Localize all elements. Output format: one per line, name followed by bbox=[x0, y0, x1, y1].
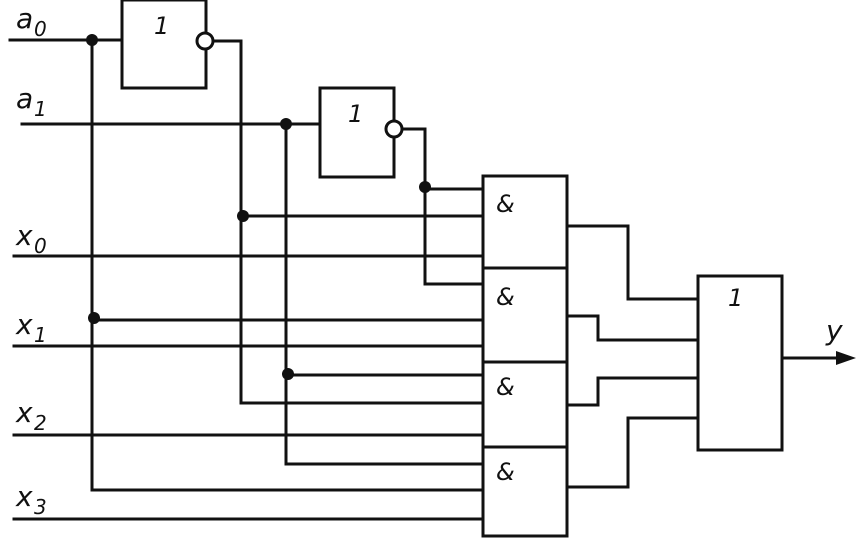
input-label-a0: a 0 bbox=[16, 2, 47, 41]
wire-and1-to-or bbox=[565, 224, 700, 301]
input-label-x1: x 1 bbox=[15, 308, 47, 347]
and-gate-block bbox=[481, 174, 569, 538]
junction-dot-not-a0 bbox=[237, 210, 249, 222]
svg-text:1: 1 bbox=[34, 97, 47, 121]
svg-text:x: x bbox=[15, 396, 33, 429]
svg-text:x: x bbox=[15, 308, 33, 341]
output-label-y: y bbox=[825, 314, 843, 347]
svg-text:a: a bbox=[16, 82, 33, 115]
and-gate-3-label: & bbox=[496, 373, 515, 401]
svg-text:1: 1 bbox=[34, 323, 47, 347]
input-label-x0: x 0 bbox=[15, 219, 47, 258]
input-label-x2: x 2 bbox=[15, 396, 47, 435]
not-gate-a1-label: 1 bbox=[348, 100, 363, 128]
svg-text:0: 0 bbox=[34, 234, 47, 258]
or-gate bbox=[696, 274, 784, 452]
wire-not-a0-output bbox=[211, 39, 485, 405]
svg-text:3: 3 bbox=[34, 495, 47, 519]
output-arrow-head bbox=[836, 351, 856, 365]
junction-dot-a0-mid bbox=[88, 312, 100, 324]
and-gate-1-label: & bbox=[496, 190, 515, 218]
and-gate-2-label: & bbox=[496, 283, 515, 311]
junction-dot-not-a1 bbox=[419, 181, 431, 193]
svg-text:a: a bbox=[16, 2, 33, 35]
wire-and2-to-or bbox=[565, 314, 700, 342]
junction-dot-a1-top bbox=[280, 118, 292, 130]
wire-and4-to-or bbox=[565, 416, 700, 489]
wire-not-a1-output bbox=[400, 127, 485, 286]
input-label-a1: a 1 bbox=[16, 82, 47, 121]
not-gate-a0-label: 1 bbox=[154, 12, 169, 40]
svg-text:x: x bbox=[15, 480, 33, 513]
not-gate-a1-inverter-bubble bbox=[384, 119, 404, 139]
wire-and3-to-or bbox=[565, 376, 700, 407]
svg-text:2: 2 bbox=[34, 411, 47, 435]
svg-text:x: x bbox=[15, 219, 33, 252]
input-label-x3: x 3 bbox=[15, 480, 47, 519]
junction-dot-a0-top bbox=[86, 34, 98, 46]
not-gate-a0-inverter-bubble bbox=[195, 31, 215, 51]
and-gate-4-label: & bbox=[496, 458, 515, 486]
svg-text:0: 0 bbox=[34, 17, 47, 41]
junction-dot-a1-mid bbox=[282, 368, 294, 380]
or-gate-label: 1 bbox=[728, 284, 743, 312]
